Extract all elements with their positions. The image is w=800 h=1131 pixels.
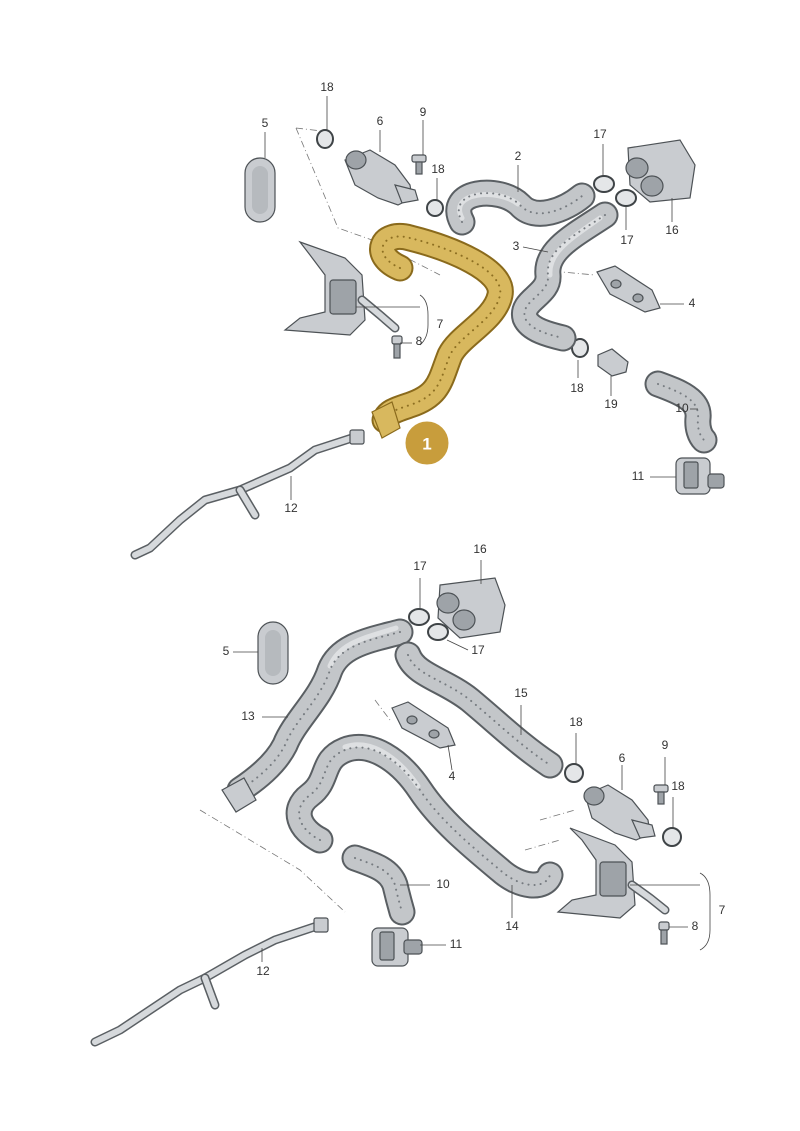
part-number-labels: 18 9 5 6 18 2 17 17 16 3 4 7 8 18 19 10 … [223, 80, 726, 978]
connector-housing-part-6-top [344, 149, 419, 206]
label-part-19: 19 [604, 397, 618, 411]
guide-lines-bottom [199, 699, 576, 913]
pipe-part-12-top [130, 429, 365, 560]
pump-part-11-bottom [371, 927, 423, 967]
label-part-18: 18 [431, 162, 445, 176]
hose-part-14-bottom [285, 733, 564, 899]
bracket-part-4-top [596, 265, 661, 313]
screw-part-9-top [411, 154, 427, 175]
label-part-5: 5 [262, 116, 269, 130]
label-part-6: 6 [377, 114, 384, 128]
label-part-16: 16 [665, 223, 679, 237]
clamp-part-17-top-a [593, 175, 615, 193]
label-part-10: 10 [436, 877, 450, 891]
label-part-17: 17 [413, 559, 427, 573]
clamp-part-17-bottom-a [408, 608, 430, 626]
bolt-part-8-bottom [658, 921, 670, 945]
label-part-4: 4 [689, 296, 696, 310]
label-part-5: 5 [223, 644, 230, 658]
grommet-part-5-bottom [257, 621, 289, 685]
clamp-part-18-bottom-a [564, 763, 584, 783]
label-part-9: 9 [420, 105, 427, 119]
hose-part-10-bottom [341, 844, 416, 926]
leader-lines-top [264, 96, 698, 500]
connector-housing-part-6-bottom [583, 784, 656, 841]
screw-part-9-bottom [653, 784, 669, 805]
clamp-part-18-top-a [316, 129, 334, 149]
label-part-16: 16 [473, 542, 487, 556]
label-part-11: 11 [632, 469, 645, 483]
label-part-11: 11 [450, 937, 463, 951]
leader-lines-bottom [233, 560, 711, 962]
label-part-3: 3 [513, 239, 520, 253]
label-part-18: 18 [570, 381, 584, 395]
label-part-12: 12 [284, 501, 298, 515]
label-part-10: 10 [675, 401, 689, 415]
pipe-part-12-bottom [90, 917, 329, 1047]
hose-part-1-highlighted[interactable] [369, 223, 514, 439]
mounting-bracket-part-7-bottom [556, 827, 670, 919]
label-part-18: 18 [569, 715, 583, 729]
label-part-18: 18 [320, 80, 334, 94]
hose-part-10-top [644, 370, 718, 454]
label-part-18: 18 [671, 779, 685, 793]
hose-part-15-bottom [394, 641, 564, 779]
label-part-2: 2 [515, 149, 522, 163]
highlight-badge-number: 1 [422, 435, 431, 454]
grommet-part-5-top [244, 157, 276, 223]
highlight-badge[interactable]: 1 [404, 420, 450, 466]
connector-part-19-top [597, 348, 629, 377]
hose-part-2-top [445, 179, 596, 236]
clamp-part-17-bottom-b [427, 623, 449, 641]
bracket-part-4-bottom [391, 701, 456, 749]
mounting-bracket-part-7-top [283, 240, 400, 336]
label-part-15: 15 [514, 686, 528, 700]
label-part-17: 17 [620, 233, 634, 247]
label-part-12: 12 [256, 964, 270, 978]
hose-part-13-bottom [221, 618, 414, 813]
label-part-7: 7 [719, 903, 726, 917]
clamp-part-18-top-b [426, 199, 444, 217]
label-part-14: 14 [505, 919, 519, 933]
label-part-17: 17 [593, 127, 607, 141]
label-part-17: 17 [471, 643, 485, 657]
label-part-9: 9 [662, 738, 669, 752]
flange-part-16-bottom [436, 577, 506, 639]
label-part-13: 13 [241, 709, 255, 723]
clamp-part-17-top-b [615, 189, 637, 207]
label-part-8: 8 [416, 334, 423, 348]
pump-part-11-top [675, 457, 725, 495]
bolt-part-8-top [391, 335, 403, 359]
label-part-7: 7 [437, 317, 444, 331]
label-part-4: 4 [449, 769, 456, 783]
flange-part-16-top [625, 139, 696, 203]
hose-part-3-top [511, 201, 619, 352]
label-part-6: 6 [619, 751, 626, 765]
label-part-8: 8 [692, 919, 699, 933]
clamp-part-18-bottom-b [662, 827, 682, 847]
